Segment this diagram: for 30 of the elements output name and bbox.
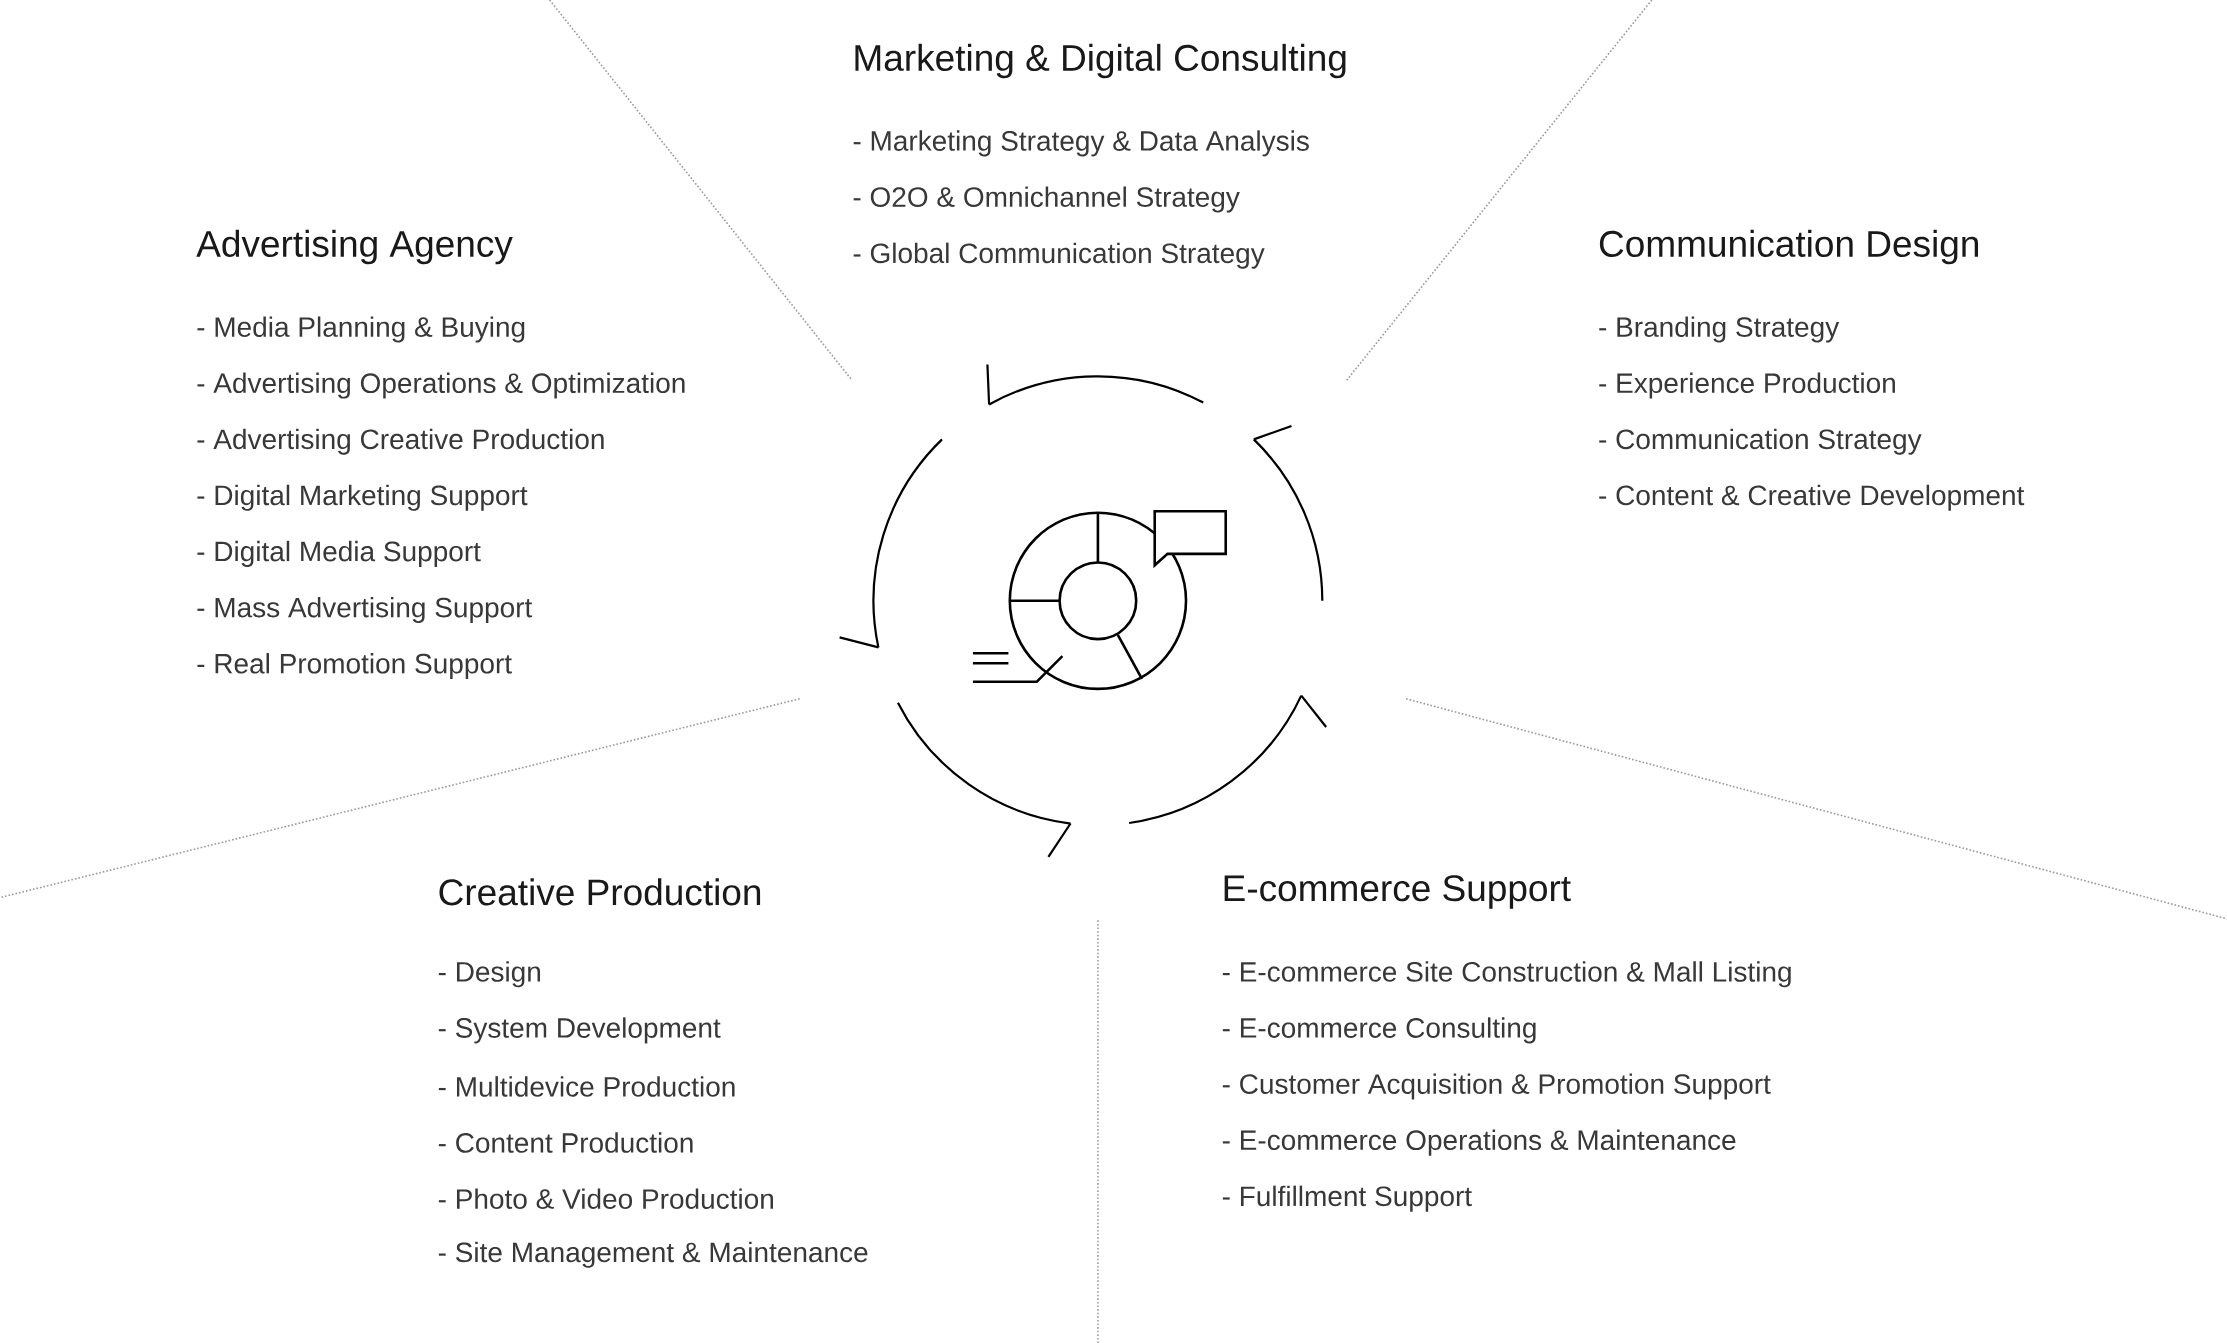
- section-heading: E-commerce Support: [1224, 875, 1571, 909]
- list-item: - Marketing Strategy & Data Analysis: [853, 130, 1309, 157]
- list-item: - Communication Strategy: [1599, 428, 1922, 455]
- section-heading: Marketing & Digital Consulting: [855, 43, 1346, 79]
- list-item: - E-commerce Site Construction & Mall Listing: [1222, 961, 1791, 988]
- list-item: - Digital Marketing Support: [197, 484, 528, 511]
- list-item: - Digital Media Support: [197, 540, 481, 567]
- list-item: - Media Planning & Buying: [197, 316, 525, 343]
- list-item: - O2O & Omnichannel Strategy: [853, 186, 1240, 213]
- list-item: - Real Promotion Support: [197, 653, 512, 680]
- list-item: - Photo & Video Production: [438, 1188, 773, 1209]
- list-item: - Multidevice Production: [438, 1076, 735, 1097]
- list-item: - System Development: [438, 1017, 721, 1044]
- list-item: - Experience Production: [1599, 372, 1895, 399]
- list-item: - Fulfillment Support: [1222, 1185, 1472, 1212]
- section-heading: Communication Design: [1599, 229, 1978, 265]
- list-item: - E-commerce Operations & Maintenance: [1222, 1129, 1736, 1156]
- list-item: - Advertising Operations & Optimization: [197, 372, 685, 399]
- list-item: - Design: [438, 961, 540, 988]
- list-item: - Mass Advertising Support: [197, 596, 533, 623]
- list-item: - Content Production: [438, 1132, 693, 1153]
- list-item: - Advertising Creative Production: [197, 428, 604, 455]
- list-item: - Customer Acquisition & Promotion Support: [1222, 1073, 1771, 1100]
- list-item: - Branding Strategy: [1599, 316, 1840, 343]
- list-item: - Global Communication Strategy: [853, 242, 1265, 269]
- list-item: - Content & Creative Development: [1599, 484, 2025, 511]
- list-item: - E-commerce Consulting: [1222, 1017, 1536, 1044]
- section-heading: Creative Production: [439, 878, 761, 906]
- list-item: - Site Management & Maintenance: [438, 1241, 868, 1268]
- section-heading: Advertising Agency: [196, 229, 513, 265]
